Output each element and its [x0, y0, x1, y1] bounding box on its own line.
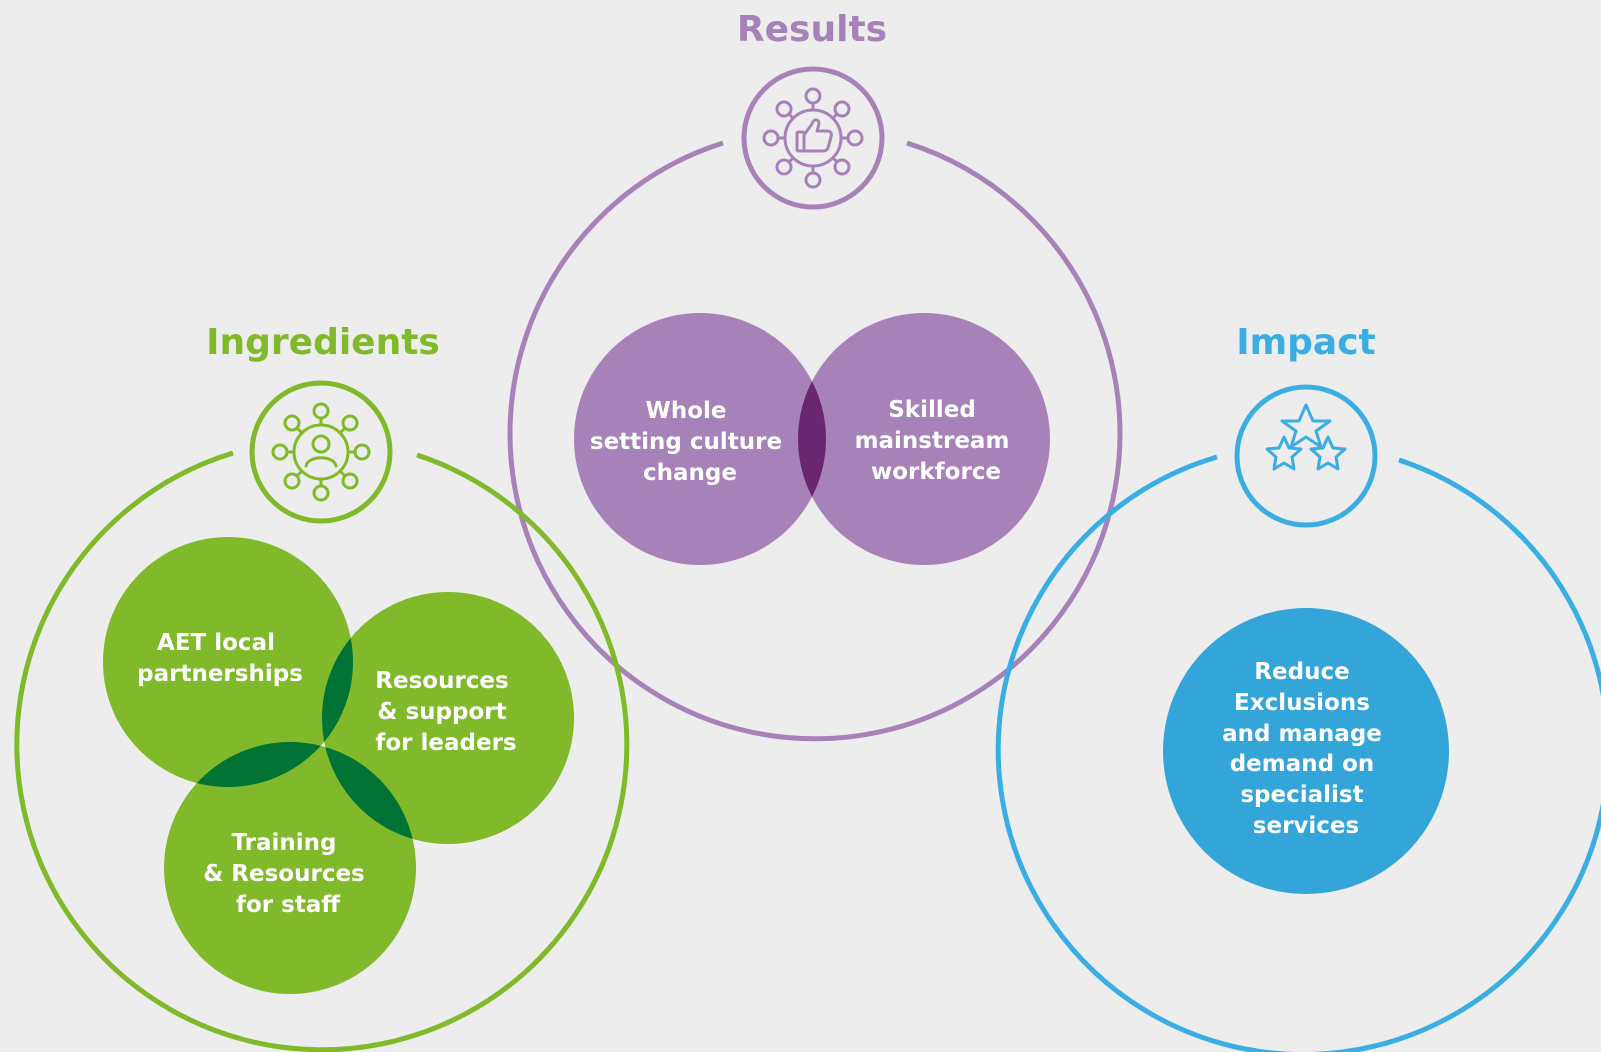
impact-item-1-line-5: specialist: [1240, 782, 1363, 808]
results-outer-ring: [507, 140, 1123, 742]
three-stars-icon: [1234, 384, 1378, 528]
ingredients-heading: Ingredients: [206, 322, 440, 363]
results-item-1-line-2: setting culture: [590, 429, 782, 455]
results-bubble-skilled-workforce: Skilled mainstream workforce: [798, 313, 1050, 565]
impact-item-1-line-1: Reduce: [1254, 659, 1349, 685]
results-bubble-whole-setting: Whole setting culture change: [574, 313, 826, 565]
impact-outer-ring: [995, 454, 1601, 1052]
ingredients-bubble-resources-leaders: [322, 592, 574, 844]
results-item-1-line-1: Whole: [645, 398, 726, 424]
ingredients-item-2-line-2: & support: [377, 699, 506, 725]
ingredients-item-2-line-1: Resources: [375, 668, 508, 694]
svg-text:Training & Resources: Training & Resources for staff: [203, 830, 373, 918]
svg-text:Reduce Exclusions: Reduce Exclusions and manage demand on s…: [1222, 659, 1390, 839]
network-person-icon: [249, 380, 393, 524]
ingredients-item-1-line-1: AET local: [157, 630, 275, 656]
ingredients-section: Ingredients AET local partnerships: [14, 322, 630, 1052]
results-item-1-line-3: change: [643, 460, 737, 486]
ingredients-bubble-training-staff: [164, 742, 416, 994]
results-item-2-line-1: Skilled: [888, 397, 976, 423]
ingredients-item-2-line-3: for leaders: [375, 730, 516, 756]
impact-bubble-reduce-exclusions: [1163, 608, 1449, 894]
impact-heading: Impact: [1236, 322, 1376, 363]
impact-section: Impact Reduce Exclusions and manage dema…: [995, 322, 1601, 1052]
results-item-2-line-2: mainstream: [855, 428, 1010, 454]
ingredients-item-3-line-3: for staff: [236, 892, 340, 918]
svg-text:AET local partnerships: AET local partnerships: [137, 630, 303, 687]
ingredients-item-3-line-2: & Resources: [203, 861, 365, 887]
impact-item-1-line-3: and manage: [1222, 721, 1382, 747]
results-section: Results Whole setting culture change: [507, 9, 1123, 742]
ingredients-outer-ring: [14, 450, 630, 1052]
network-thumbs-up-icon: [741, 66, 885, 210]
impact-item-1-line-4: demand on: [1230, 751, 1375, 777]
impact-item-1-line-6: services: [1253, 813, 1359, 839]
results-heading: Results: [737, 9, 887, 50]
ingredients-item-1-line-2: partnerships: [137, 661, 303, 687]
ingredients-item-3-line-1: Training: [231, 830, 336, 856]
svg-text:Skilled mainstream: Skilled mainstream workforce: [855, 397, 1018, 485]
impact-item-1-line-2: Exclusions: [1234, 690, 1370, 716]
svg-text:Resources & support: Resources & support for leaders: [375, 668, 516, 756]
ingredients-bubble-aet-local: [103, 537, 353, 787]
svg-text:Whole setting culture: Whole setting culture change: [590, 398, 790, 486]
results-item-2-line-3: workforce: [871, 459, 1001, 485]
